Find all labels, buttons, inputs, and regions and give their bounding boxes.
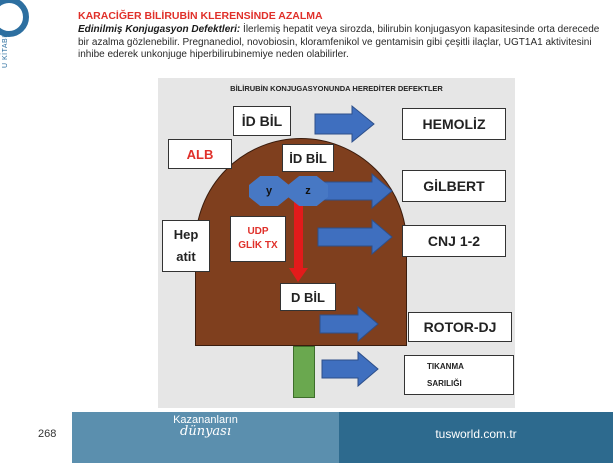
id-bil-box: İD BİL	[233, 106, 291, 136]
d-bil-box: D BİL	[280, 283, 336, 311]
tikanma-line1: TIKANMA	[427, 362, 464, 371]
hepatit-box: Hep atit	[162, 220, 210, 272]
book-logo-icon	[0, 0, 29, 37]
y-protein: y	[249, 176, 289, 206]
outcome-cnj: CNJ 1-2	[402, 225, 506, 257]
footer-brand-band	[72, 412, 339, 463]
z-protein: z	[288, 176, 328, 206]
brand-line2: dünyası	[180, 424, 231, 439]
sidebar-vertical-text: U KİTABI	[2, 35, 9, 68]
udp-gliktx-box: UDP GLİK TX	[230, 216, 286, 262]
brand-line1: Kazananların	[173, 414, 238, 426]
body-paragraph: Edinilmiş Konjugasyon Defektleri: İlerle…	[78, 24, 610, 62]
paragraph-text: İlerlemiş hepatit veya sirozda, bilirubi…	[78, 24, 600, 60]
paragraph-lead: Edinilmiş Konjugasyon Defektleri:	[78, 24, 241, 35]
footer-site-band	[339, 412, 613, 463]
section-heading: KARACİĞER BİLİRUBİN KLERENSİNDE AZALMA	[78, 10, 323, 22]
tikanma-line2: SARILIĞI	[427, 379, 462, 388]
diagram-title: BİLİRUBİN KONJUGASYONUNDA HEREDİTER DEFE…	[230, 84, 443, 93]
hepatit-line1: Hep	[173, 227, 199, 242]
footer-website-link[interactable]: tusworld.com.tr	[435, 427, 517, 441]
hepatit-line2: atit	[176, 249, 196, 264]
udp-line2: GLİK TX	[238, 240, 278, 251]
outcome-gilbert: GİLBERT	[402, 170, 506, 202]
outcome-hemoliz: HEMOLİZ	[402, 108, 506, 140]
page-number: 268	[38, 428, 57, 440]
udp-line1: UDP	[247, 226, 269, 237]
footer-brand: Kazananların dünyası	[72, 414, 339, 439]
outcome-tikanma: TIKANMA SARILIĞI	[404, 355, 514, 395]
alb-box: ALB	[168, 139, 232, 169]
outcome-rotor: ROTOR-DJ	[408, 312, 512, 342]
id-bil-inner-box: İD BİL	[282, 144, 334, 172]
bile-duct-green-bar	[293, 346, 315, 398]
